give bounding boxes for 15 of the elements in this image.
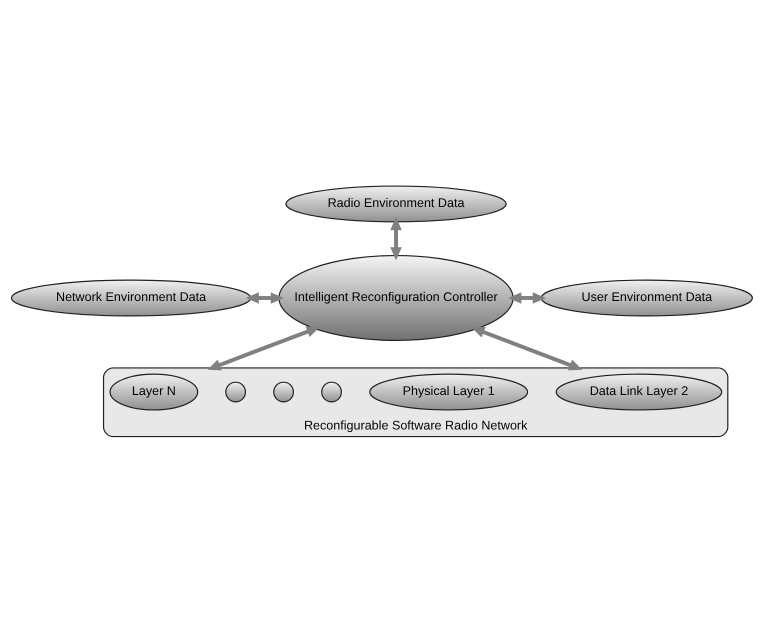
node-ellipse: Intelligent Reconfiguration Controller bbox=[278, 254, 514, 341]
node-circle bbox=[321, 381, 342, 402]
node-ellipse: Network Environment Data bbox=[10, 279, 252, 316]
node-ellipse: User Environment Data bbox=[540, 279, 753, 316]
arrow bbox=[390, 216, 402, 260]
node-ellipse: Layer N bbox=[109, 373, 198, 410]
node-ellipse: Physical Layer 1 bbox=[369, 373, 528, 410]
node-circle bbox=[273, 381, 294, 402]
arrow bbox=[246, 292, 284, 304]
node-circle bbox=[225, 381, 246, 402]
arrow bbox=[471, 326, 582, 370]
node-ellipse: Radio Environment Data bbox=[285, 184, 507, 222]
arrow bbox=[508, 292, 546, 304]
node-ellipse: Data Link Layer 2 bbox=[556, 373, 722, 410]
arrow bbox=[207, 326, 320, 370]
